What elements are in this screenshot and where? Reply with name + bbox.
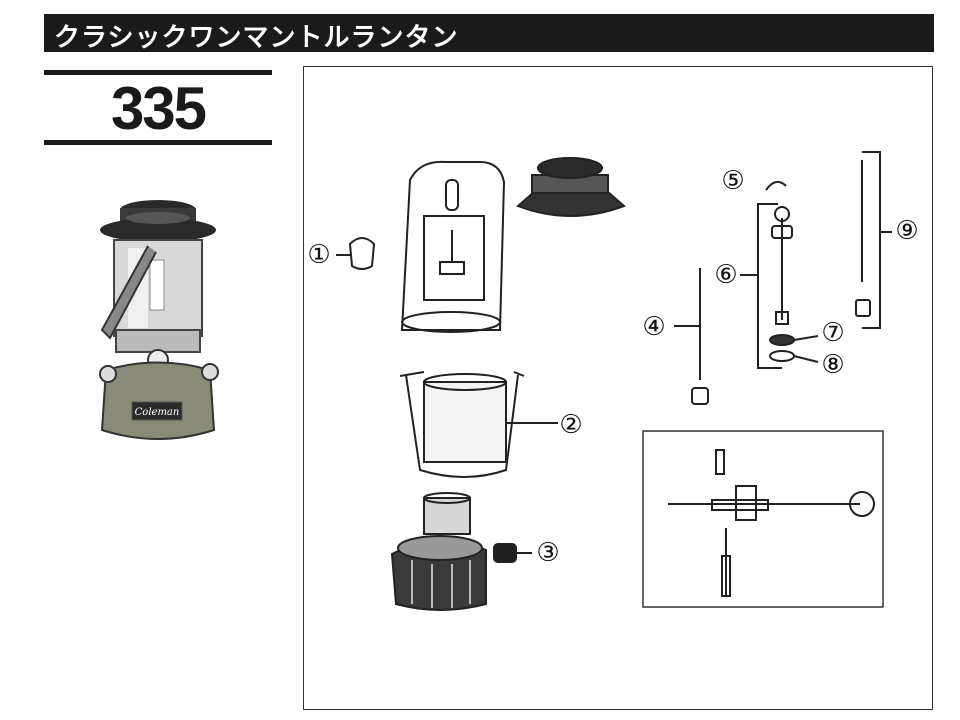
part-label-5: ⑤ [721, 166, 745, 196]
product-title: クラシックワンマントルランタン [54, 23, 459, 53]
brand-label: Coleman [135, 407, 180, 418]
lantern-photo: Coleman [88, 190, 228, 460]
parts-diagram-frame [303, 66, 933, 710]
lantern-illustration: Coleman [99, 200, 219, 440]
title-bar: クラシックワンマントルランタン [44, 14, 934, 53]
part-label-2: ② [559, 410, 583, 440]
part-label-4: ④ [642, 312, 666, 342]
part-label-8: ⑧ [821, 350, 845, 380]
part-label-3: ③ [536, 538, 560, 568]
part-label-7: ⑦ [821, 318, 845, 348]
part-label-9: ⑨ [895, 216, 919, 246]
model-rule-top [44, 70, 272, 75]
part-label-1: ① [307, 240, 331, 270]
part-label-6: ⑥ [714, 260, 738, 290]
model-rule-bottom [44, 140, 272, 145]
model-number: 335 [110, 75, 207, 142]
